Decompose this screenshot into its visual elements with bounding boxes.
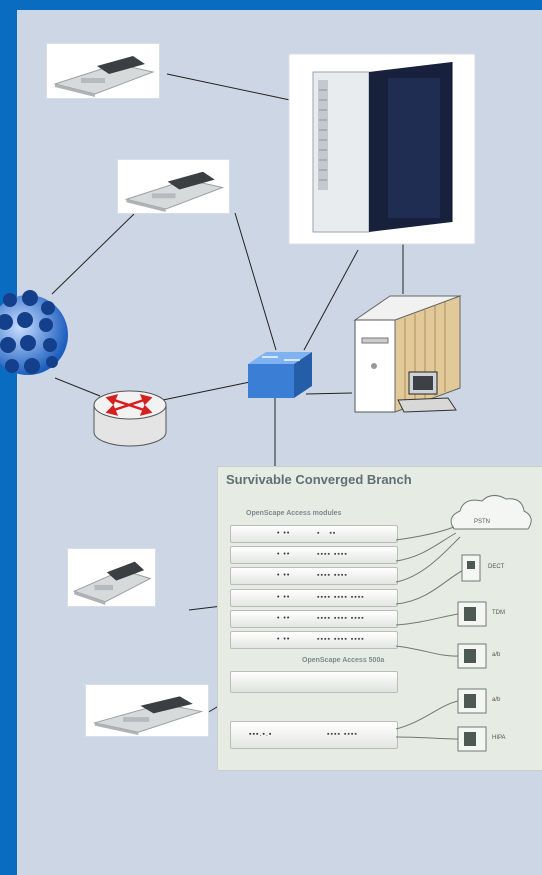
line-phone3-branch bbox=[188, 605, 223, 611]
access-500-unit: ▪▪▪.▪.▪▪▪▪▪ ▪▪▪▪ bbox=[230, 721, 398, 749]
ab-label: a/b bbox=[492, 697, 501, 703]
access-module: • ••▪▪▪▪ ▪▪▪▪ ▪▪▪▪ bbox=[230, 589, 398, 607]
pstn-cloud-icon bbox=[450, 495, 532, 530]
branch-panel: Survivable Converged Branch OpenScape Ac… bbox=[217, 466, 542, 771]
desk-phone-icon bbox=[124, 171, 225, 213]
access-module: • ••▪▪▪▪ ▪▪▪▪ bbox=[230, 546, 398, 564]
access-module: • ••▪▪▪▪ ▪▪▪▪ ▪▪▪▪ bbox=[230, 631, 398, 649]
desk-phone-icon bbox=[92, 696, 204, 736]
line-phone1-server bbox=[166, 73, 291, 101]
desk-phone-icon bbox=[72, 561, 152, 605]
modules-label: OpenScape Access modules bbox=[246, 510, 342, 517]
ip-phone-4 bbox=[85, 684, 209, 737]
access-module: • ••▪▪▪▪ ▪▪▪▪ bbox=[230, 567, 398, 585]
dect-label: DECT bbox=[488, 564, 505, 570]
desk-phone-icon bbox=[53, 56, 155, 97]
branch-endpoints bbox=[395, 495, 532, 752]
access-module: • ••▪ ▪▪ bbox=[230, 525, 398, 543]
line-phone2-globe bbox=[51, 213, 135, 295]
pstn-label: PSTN bbox=[474, 519, 491, 525]
line-phone2-switch bbox=[234, 212, 277, 351]
hipa-label: HIPA bbox=[492, 735, 506, 741]
line-server-switch bbox=[303, 249, 359, 351]
line-switch-pc bbox=[305, 392, 353, 395]
access-module: • ••▪▪▪▪ ▪▪▪▪ ▪▪▪▪ bbox=[230, 610, 398, 628]
line-switch-router bbox=[157, 381, 251, 402]
ab-label: a/b bbox=[492, 652, 501, 658]
access-500-unit bbox=[230, 671, 398, 693]
ip-phone-3 bbox=[67, 548, 156, 607]
line-router-globe bbox=[54, 377, 101, 397]
access-box-label: OpenScape Access 500a bbox=[302, 657, 385, 664]
branch-title: Survivable Converged Branch bbox=[226, 472, 412, 487]
ip-phone-2 bbox=[117, 159, 230, 214]
ip-phone-1 bbox=[46, 43, 160, 99]
tdm-label: TDM bbox=[492, 610, 505, 616]
